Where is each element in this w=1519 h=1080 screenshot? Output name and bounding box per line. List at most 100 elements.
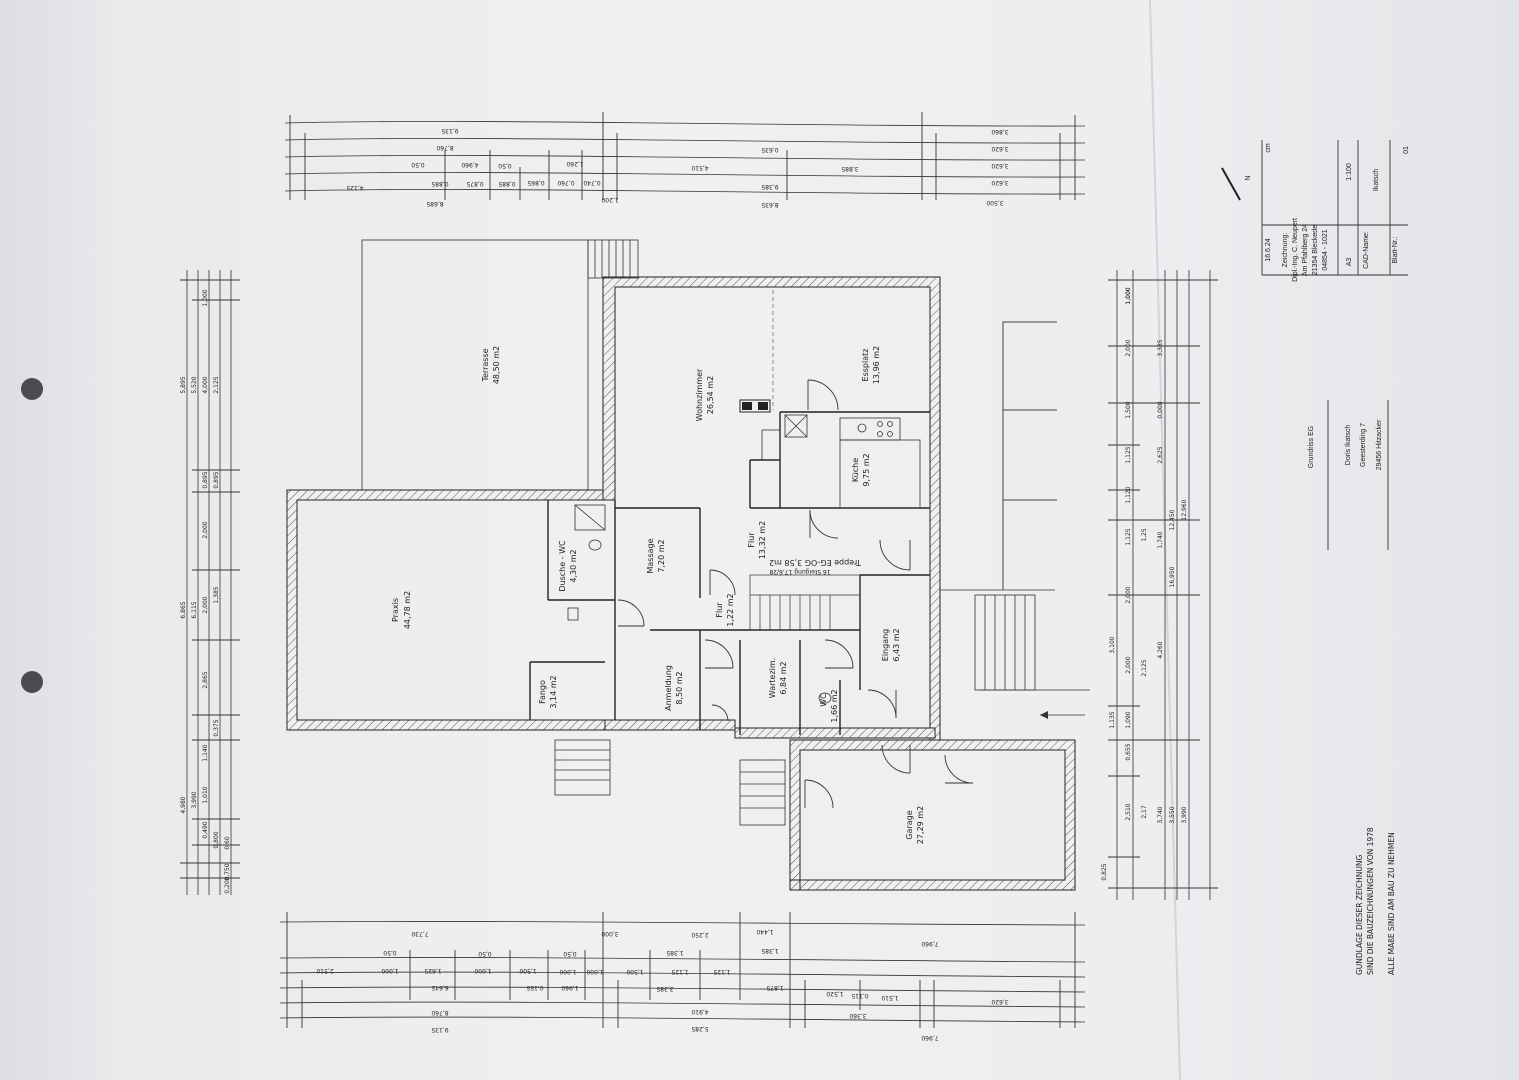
- dim-label: 1,25: [1141, 528, 1148, 542]
- zeichnung-label: Zeichnung:: [1282, 233, 1289, 268]
- blatt-value: 01: [1403, 146, 1410, 154]
- dim-label: 3,385: [1157, 339, 1164, 356]
- blatt-label: Blatt-Nr.:: [1392, 236, 1399, 263]
- dim-label: 1,500: [626, 968, 643, 975]
- dim-label: 4,125: [346, 184, 363, 191]
- dim-label: 2,17: [1141, 805, 1148, 819]
- dim-label: 0,895: [213, 471, 220, 488]
- dim-label: 1,125: [713, 968, 730, 975]
- right-dimension-labels: 0,825 2,510 0,655 1,135 3,100 1,000 1,09…: [1101, 287, 1188, 880]
- owner-line-1: Doris Ikatsch: [1345, 425, 1352, 466]
- dim-label: 0,885: [431, 180, 448, 187]
- dim-label: 0,50: [498, 162, 512, 169]
- dim-label: 16,950: [1169, 566, 1176, 587]
- dim-label: 2,000: [202, 596, 209, 613]
- room-name-fango: Fango: [538, 680, 547, 704]
- dim-label: 0,800: [213, 831, 220, 848]
- dim-label: 2,000: [1125, 656, 1132, 673]
- dim-label: 1,125: [1125, 446, 1132, 463]
- dim-label: 0,000: [1157, 401, 1164, 418]
- dim-label: 5,520: [191, 376, 198, 393]
- dim-label: 7,730: [411, 930, 428, 937]
- dim-label: 4,960: [461, 161, 478, 168]
- terrace-outline: [361, 239, 589, 491]
- interior-staircase: [749, 574, 861, 631]
- room-name-anmeldung: Anmeldung: [664, 665, 673, 711]
- dim-label: 1,440: [756, 928, 773, 935]
- dim-label: 0,865: [527, 179, 544, 186]
- dim-label: 0,50: [478, 950, 492, 957]
- drawing-notes: GUNDLAGE DIESER ZEICHNUNG SIND DIE BAUZE…: [1355, 827, 1396, 975]
- dim-label: 8,685: [426, 200, 443, 207]
- dim-label: 3,500: [986, 199, 1003, 206]
- room-labels: Terrasse 48,50 m2 Wohnzimmer 26,54 m2 Es…: [391, 346, 925, 844]
- dim-label: 3,550: [1169, 806, 1176, 823]
- dim-label: 0,750: [224, 863, 231, 880]
- top-dimension-chains: [284, 112, 1086, 200]
- dim-label: 9,385: [761, 183, 778, 190]
- dim-label: 0,760: [557, 179, 574, 186]
- dim-label: 4,910: [691, 1008, 708, 1015]
- dim-label: 6,645: [431, 984, 448, 991]
- room-area-fango: 3,14 m2: [549, 675, 558, 708]
- door-swings: [617, 379, 974, 809]
- dim-label: 2,250: [691, 931, 708, 938]
- dim-label: 1,000: [586, 968, 603, 975]
- dim-label: 1,000: [559, 968, 576, 975]
- building-plan: [286, 239, 1090, 891]
- dim-label: 3,620: [991, 179, 1008, 186]
- dim-label: 7,960: [921, 940, 938, 947]
- fireplace: [739, 399, 771, 413]
- dim-label: 0,740: [583, 179, 600, 186]
- scale-value: 1:100: [1346, 163, 1353, 181]
- dim-label: 4,510: [691, 164, 708, 171]
- title-block-lines: [1261, 140, 1408, 550]
- dim-label: 0,50: [411, 161, 425, 168]
- punch-hole-bottom: [21, 671, 43, 693]
- format-value: A3: [1346, 258, 1353, 267]
- dim-label: 3,100: [1109, 636, 1116, 653]
- dim-label: 3,360: [849, 1012, 866, 1019]
- room-name-eingang: Eingang: [881, 629, 890, 661]
- bottom-dimension-labels: 7,730 3,000 2,250 1,440 7,960 0,50 0,50 …: [316, 928, 1008, 1041]
- dim-label: 1,125: [1125, 528, 1132, 545]
- dim-label: 1,000: [1125, 287, 1132, 304]
- dim-label: 0,825: [1101, 863, 1108, 880]
- dim-label: 4,000: [202, 376, 209, 393]
- zeichnung-line-4: 04854 - 1021: [1322, 229, 1329, 270]
- dim-label: 1,510: [881, 994, 898, 1001]
- unit-label: cm: [1265, 143, 1272, 153]
- room-name-dusche: Dusche - WC: [558, 540, 567, 592]
- dim-label: 3,885: [841, 165, 858, 172]
- dim-label: 3,860: [991, 128, 1008, 135]
- room-area-essplatz: 13,96 m2: [872, 346, 881, 384]
- dim-label: 3,990: [1181, 806, 1188, 823]
- zeichnung-line-3: 21354 Bleckede: [1312, 225, 1319, 275]
- room-name-terrasse: Terrasse: [481, 348, 490, 382]
- dim-label: 2,510: [316, 967, 333, 974]
- room-name-praxis: Praxis: [391, 598, 400, 622]
- dim-label: 1,120: [1125, 486, 1132, 503]
- dim-label: 1,520: [826, 990, 843, 997]
- dim-label: 12,450: [1169, 509, 1176, 530]
- room-name-wartezim: Wartezim.: [768, 658, 777, 698]
- dim-label: 3,000: [601, 930, 618, 937]
- dim-label: 9,135: [431, 1026, 448, 1033]
- dim-label: 1,500: [1125, 401, 1132, 418]
- zeichnung-line-1: Dipl.-Ing. C. Neupert: [1292, 218, 1299, 282]
- room-area-wartezim: 6,84 m2: [779, 661, 788, 694]
- dim-label: 6,865: [180, 601, 187, 618]
- parking-outline: [1002, 321, 1057, 590]
- dim-label: 0,895: [202, 471, 209, 488]
- dim-label: 12,960: [1181, 499, 1188, 520]
- dim-label: 1,000: [1125, 287, 1132, 304]
- note-line-1: GUNDLAGE DIESER ZEICHNUNG: [1355, 855, 1364, 975]
- dim-label: 8,760: [436, 144, 453, 151]
- dim-label: 7,960: [921, 1034, 938, 1041]
- room-area-anmeldung: 8,50 m2: [675, 671, 684, 704]
- dim-label: 4,260: [1157, 641, 1164, 658]
- praxis-wall: [286, 489, 616, 731]
- dim-label: 0,50: [563, 950, 577, 957]
- owner-line-3: 29456 Hitzacker: [1376, 419, 1383, 470]
